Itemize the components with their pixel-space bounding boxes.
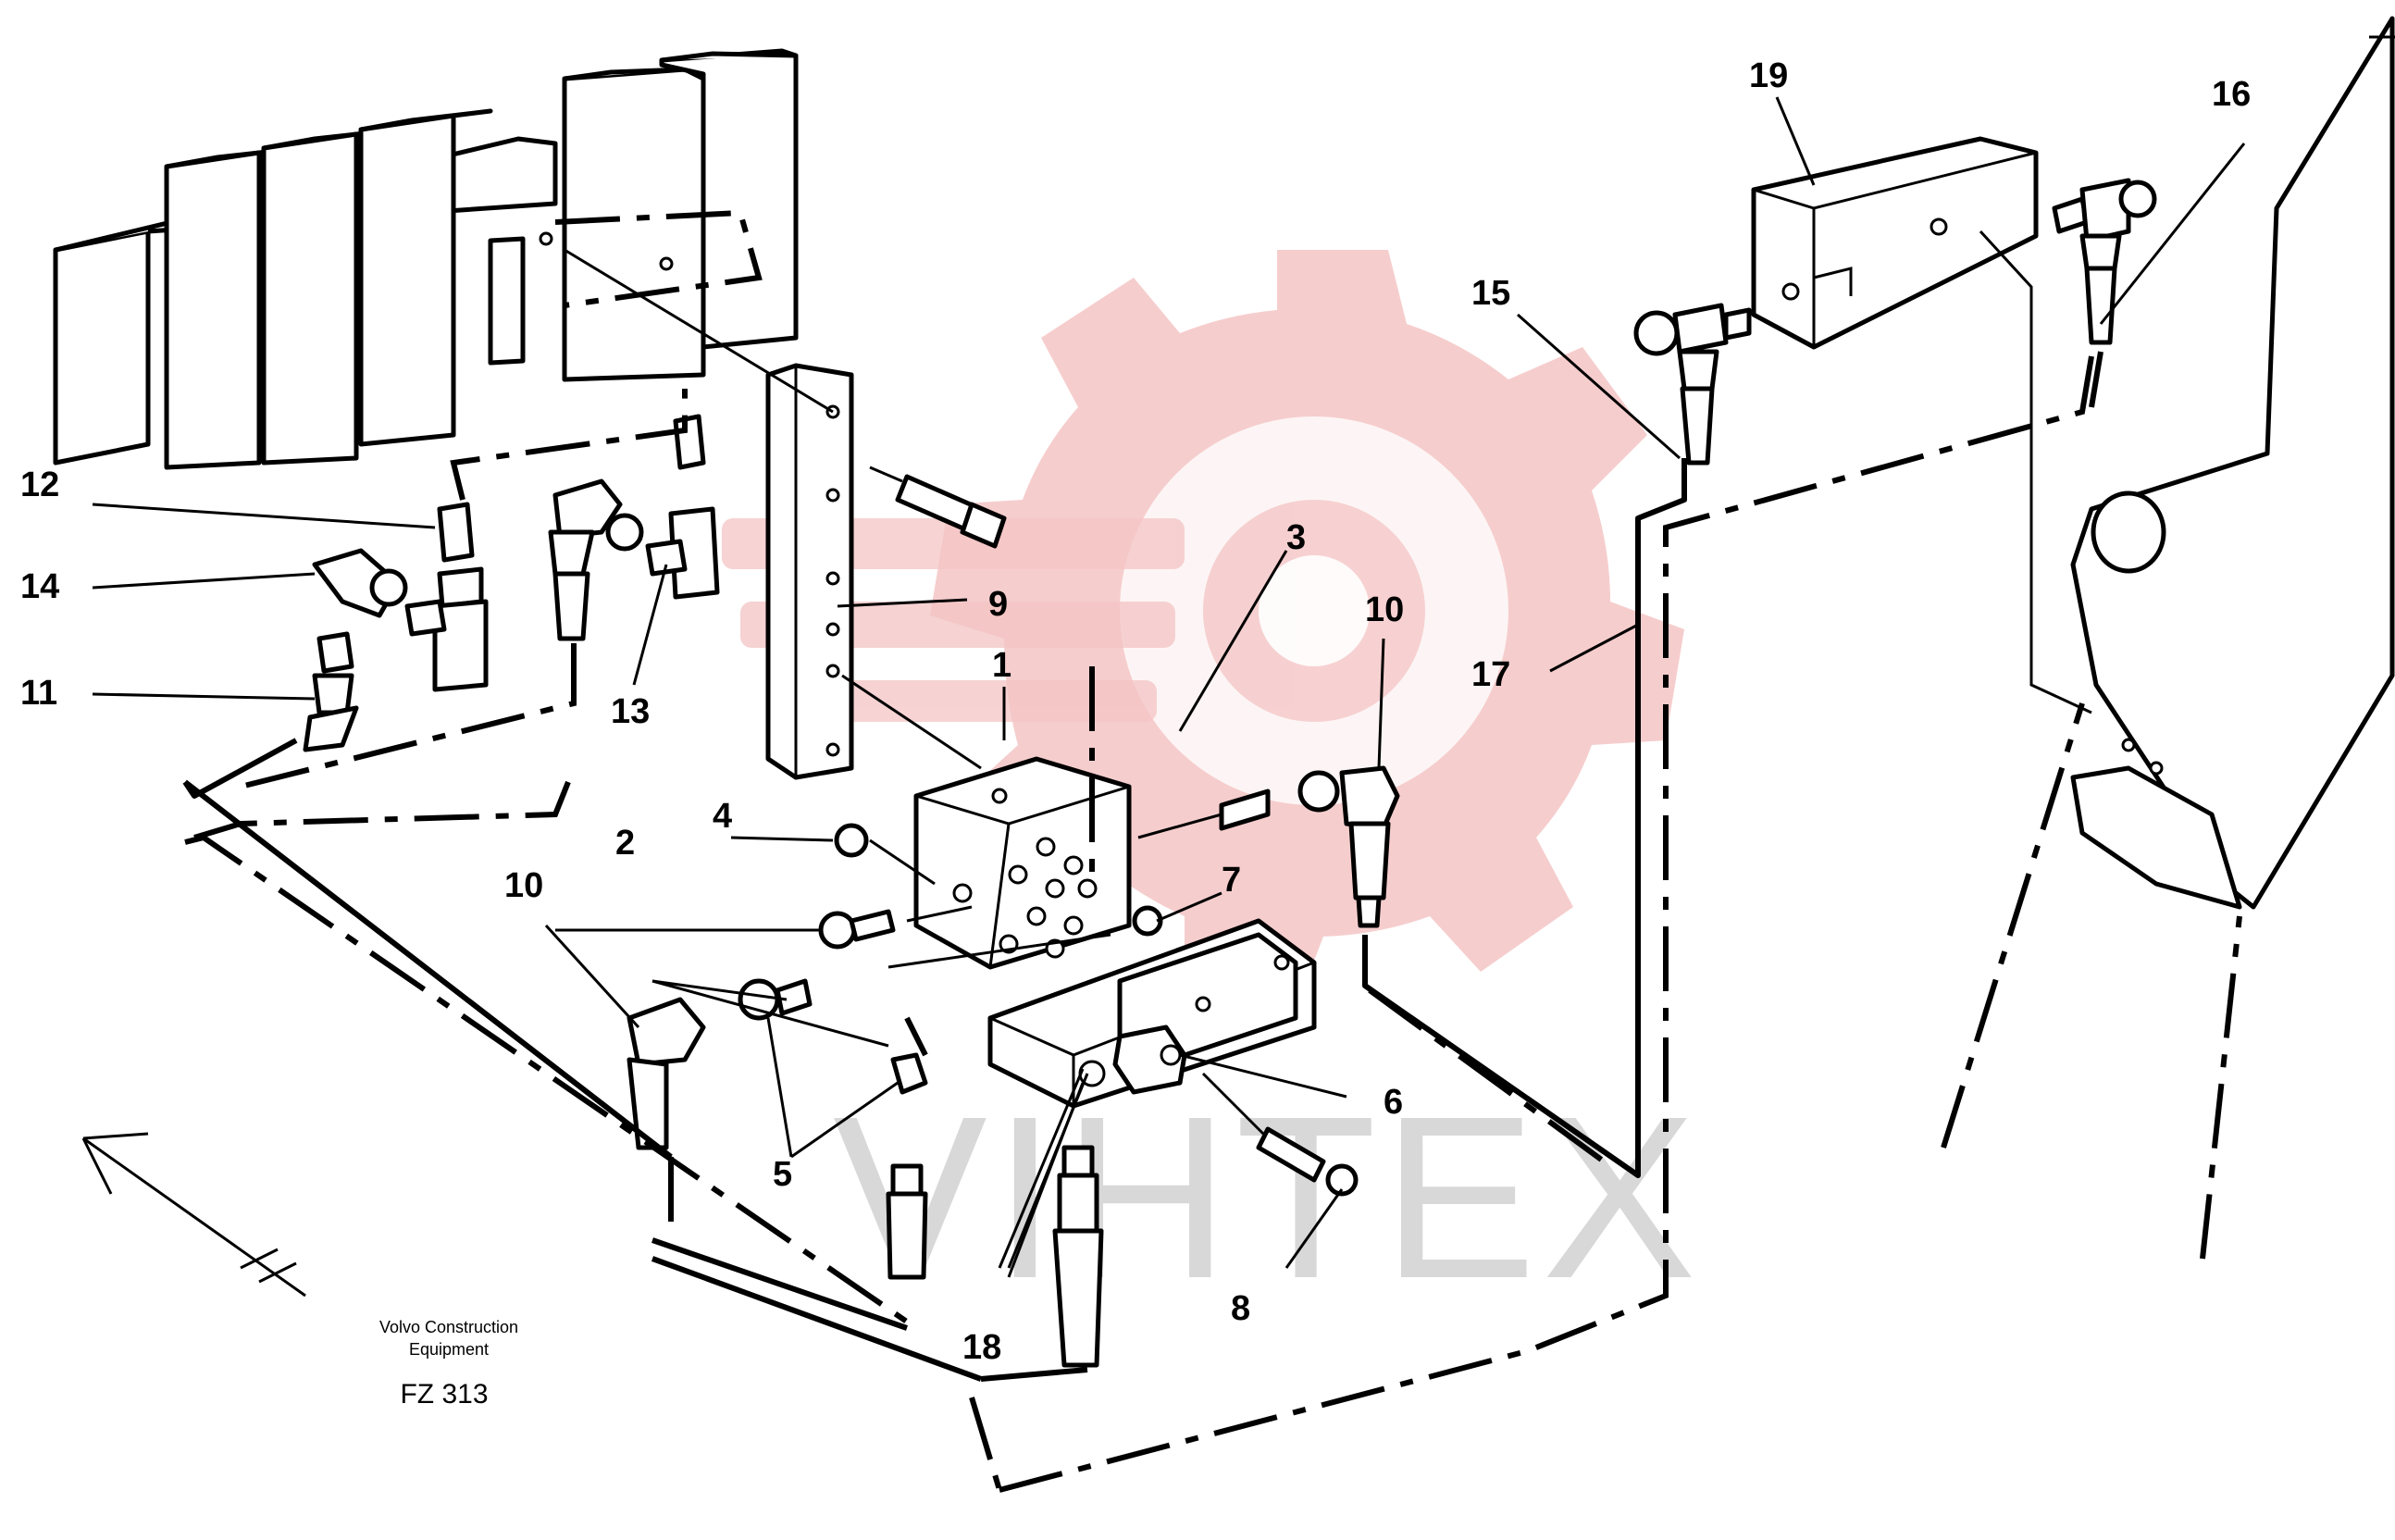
fitting-10-left [627, 978, 813, 1150]
callout-5: 5 [773, 1155, 793, 1194]
plug-4 [834, 823, 869, 858]
tank-19 [1751, 136, 2039, 350]
callout-13: 13 [611, 692, 651, 731]
callout-9: 9 [988, 585, 1009, 624]
fitting-group-left [303, 414, 720, 752]
callout-10-right: 10 [1365, 590, 1405, 629]
fitting-10-right [1219, 765, 1400, 928]
fitting-5-stack [886, 1052, 928, 1280]
valve-stack [53, 48, 799, 470]
callout-8: 8 [1231, 1289, 1251, 1328]
bolt-8 [1256, 1126, 1359, 1197]
callout-11: 11 [20, 674, 58, 713]
callout-4: 4 [713, 797, 733, 836]
callout-18: 18 [962, 1328, 1002, 1367]
leader-lines [92, 96, 2246, 1278]
solenoid-valve [987, 918, 1317, 1109]
figure-code: FZ 313 [400, 1379, 489, 1410]
fitting-15 [1633, 303, 1752, 466]
callout-19: 19 [1749, 56, 1789, 95]
callout-1: 1 [992, 646, 1012, 685]
valve-block [913, 756, 1132, 970]
callout-12: 12 [20, 466, 60, 504]
callout-2: 2 [615, 824, 636, 863]
maker-caption: Volvo Construction Equipment [378, 1318, 519, 1359]
callout-14: 14 [20, 567, 60, 606]
callout-15: 15 [1471, 274, 1511, 313]
callout-16: 16 [2212, 75, 2252, 114]
machine-frame [2070, 16, 2395, 910]
direction-arrow-icon [81, 1132, 306, 1298]
callout-10-left: 10 [504, 866, 544, 905]
bolt-3 [895, 474, 1007, 549]
callout-3: 3 [1286, 518, 1307, 557]
callout-7: 7 [1222, 861, 1242, 900]
screw-2-head [818, 911, 857, 950]
watermark-text: VIHTEX [833, 1068, 1702, 1326]
manifold-bar [765, 363, 854, 780]
callout-17: 17 [1471, 655, 1511, 694]
fitting-16 [2052, 178, 2157, 345]
o-ring-7 [1132, 905, 1163, 937]
fitting-18-stack [1052, 1145, 1104, 1368]
pipe-loop-left [182, 738, 298, 799]
callout-6: 6 [1384, 1083, 1404, 1122]
